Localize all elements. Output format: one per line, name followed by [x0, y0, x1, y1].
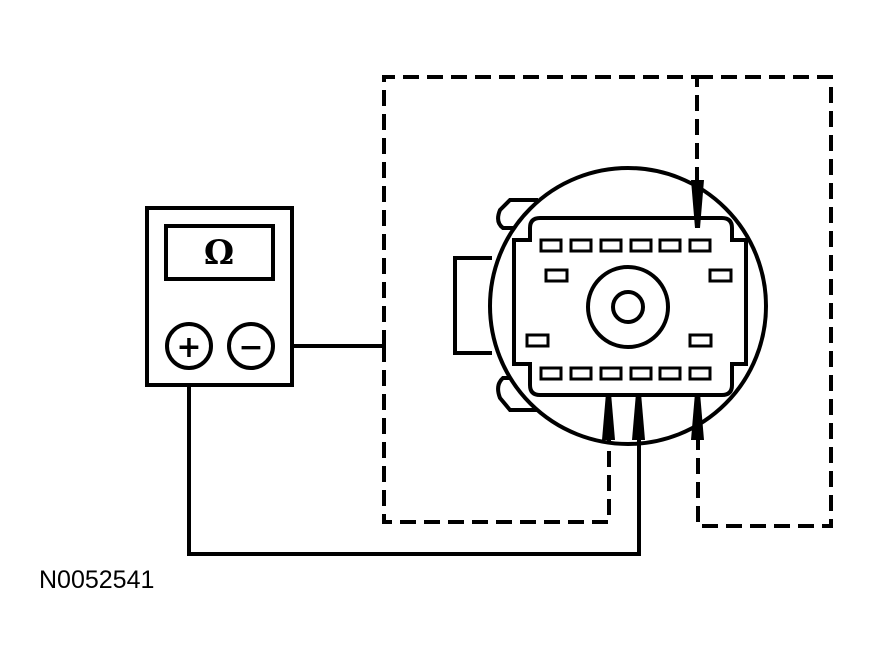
pin-cavity	[525, 333, 550, 348]
probe-arrow-bottom-mid	[632, 393, 645, 440]
ohmmeter-display	[164, 224, 275, 281]
pin-cavity	[688, 333, 713, 348]
pin-side	[525, 268, 733, 348]
connector-face	[512, 216, 748, 397]
pin-cavity	[688, 366, 712, 381]
connector	[453, 166, 768, 446]
dashed-lead-left-bottom	[382, 346, 611, 524]
figure-reference-code: N0052541	[39, 566, 154, 594]
probe-arrow-bottom-left	[602, 393, 615, 440]
positive-terminal	[165, 322, 213, 370]
ohm-symbol: Ω	[204, 233, 234, 273]
connector-latch	[453, 256, 492, 355]
connector-center-hole	[611, 290, 645, 324]
probe-arrow-top	[691, 180, 704, 228]
pin-row-top	[539, 238, 712, 253]
dashed-lead-left	[382, 75, 699, 346]
pin-cavity	[569, 238, 593, 253]
pin-cavity	[544, 268, 569, 283]
connector-housing	[488, 166, 768, 446]
ohmmeter: Ω + −	[145, 206, 294, 387]
connector-back-tab-lower	[496, 376, 538, 412]
probes	[602, 180, 704, 440]
connector-center-boss	[586, 265, 670, 349]
pin-row-bottom	[539, 366, 712, 381]
pin-cavity	[569, 366, 593, 381]
pin-cavity	[539, 366, 563, 381]
dashed-lead-right	[696, 75, 833, 528]
pin-cavity	[539, 238, 563, 253]
probe-arrow-bottom-right	[691, 393, 704, 440]
negative-terminal-label: −	[238, 330, 263, 365]
connector-back-tab	[496, 198, 538, 230]
pin-cavity	[599, 366, 623, 381]
dashed-leads	[382, 75, 833, 528]
pin-cavity	[629, 238, 653, 253]
pin-cavity	[658, 366, 682, 381]
positive-lead	[187, 368, 641, 556]
pin-cavity	[599, 238, 623, 253]
pin-cavity	[688, 238, 712, 253]
pin-cavity	[658, 238, 682, 253]
pin-cavity	[629, 366, 653, 381]
positive-terminal-label: +	[176, 330, 201, 365]
negative-terminal	[227, 322, 275, 370]
pin-cavity	[708, 268, 733, 283]
